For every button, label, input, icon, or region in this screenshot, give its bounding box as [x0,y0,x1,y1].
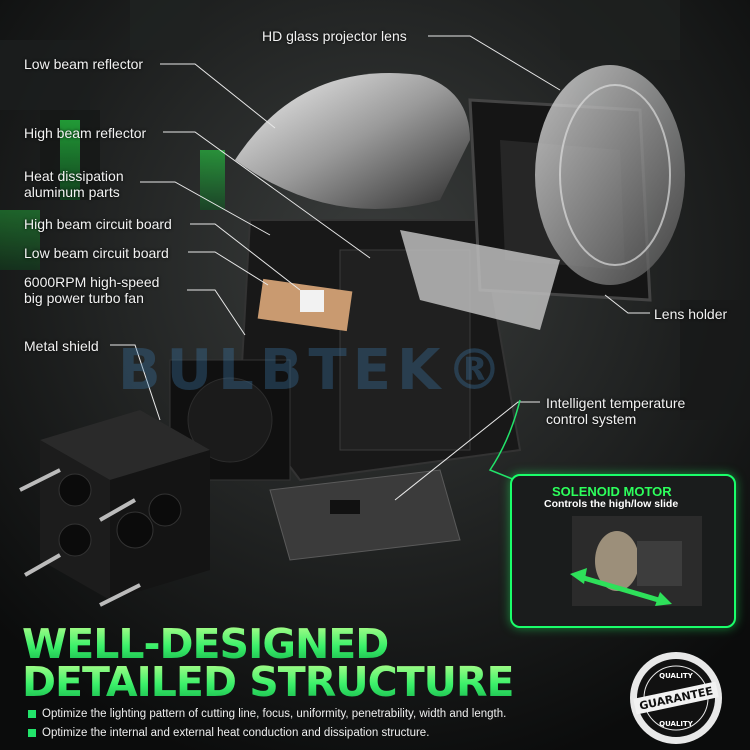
solenoid-motor-inset: SOLENOID MOTOR Controls the high/low sli… [510,474,736,628]
leader-lines [110,35,650,501]
label-temperature-control: Intelligent temperature control system [546,395,686,427]
bullet-square-icon [28,709,36,718]
background-blocks [0,0,680,270]
reflector-dome-shape [235,73,470,209]
label-low-beam-board: Low beam circuit board [24,245,169,261]
bullet-item: Optimize the internal and external heat … [28,727,429,739]
bullet-square-icon [28,728,36,737]
label-lens-holder: Lens holder [654,306,728,322]
label-high-beam-reflector: High beam reflector [24,125,147,141]
label-low-beam-reflector: Low beam reflector [24,56,144,72]
quality-guarantee-badge: QUALITY GUARANTEE QUALITY [630,652,722,744]
label-high-beam-board: High beam circuit board [24,216,172,232]
inset-subtitle: Controls the high/low slide [544,498,679,510]
projector-lens-shape [535,65,685,285]
bullet-text: Optimize the internal and external heat … [42,727,430,739]
label-hd-lens: HD glass projector lens [262,28,407,44]
inset-title: SOLENOID MOTOR [552,484,672,499]
metal-shield-shape [19,410,210,607]
label-turbo-fan: 6000RPM high-speed big power turbo fan [24,274,160,306]
label-metal-shield: Metal shield [24,338,99,354]
headline-line-2: DETAILED STRUCTURE [22,658,515,706]
brand-watermark: BULBTEK® [118,338,509,403]
solenoid-illustration [570,516,702,606]
label-heat-dissipation: Heat dissipation aluminum parts [24,168,124,200]
bullet-item: Optimize the lighting pattern of cutting… [28,708,506,720]
badge-bottom-text: QUALITY [659,720,694,728]
bullet-text: Optimize the lighting pattern of cutting… [42,708,507,720]
badge-top-text: QUALITY [659,672,694,680]
headline-line-1: WELL-DESIGNED [22,620,389,668]
